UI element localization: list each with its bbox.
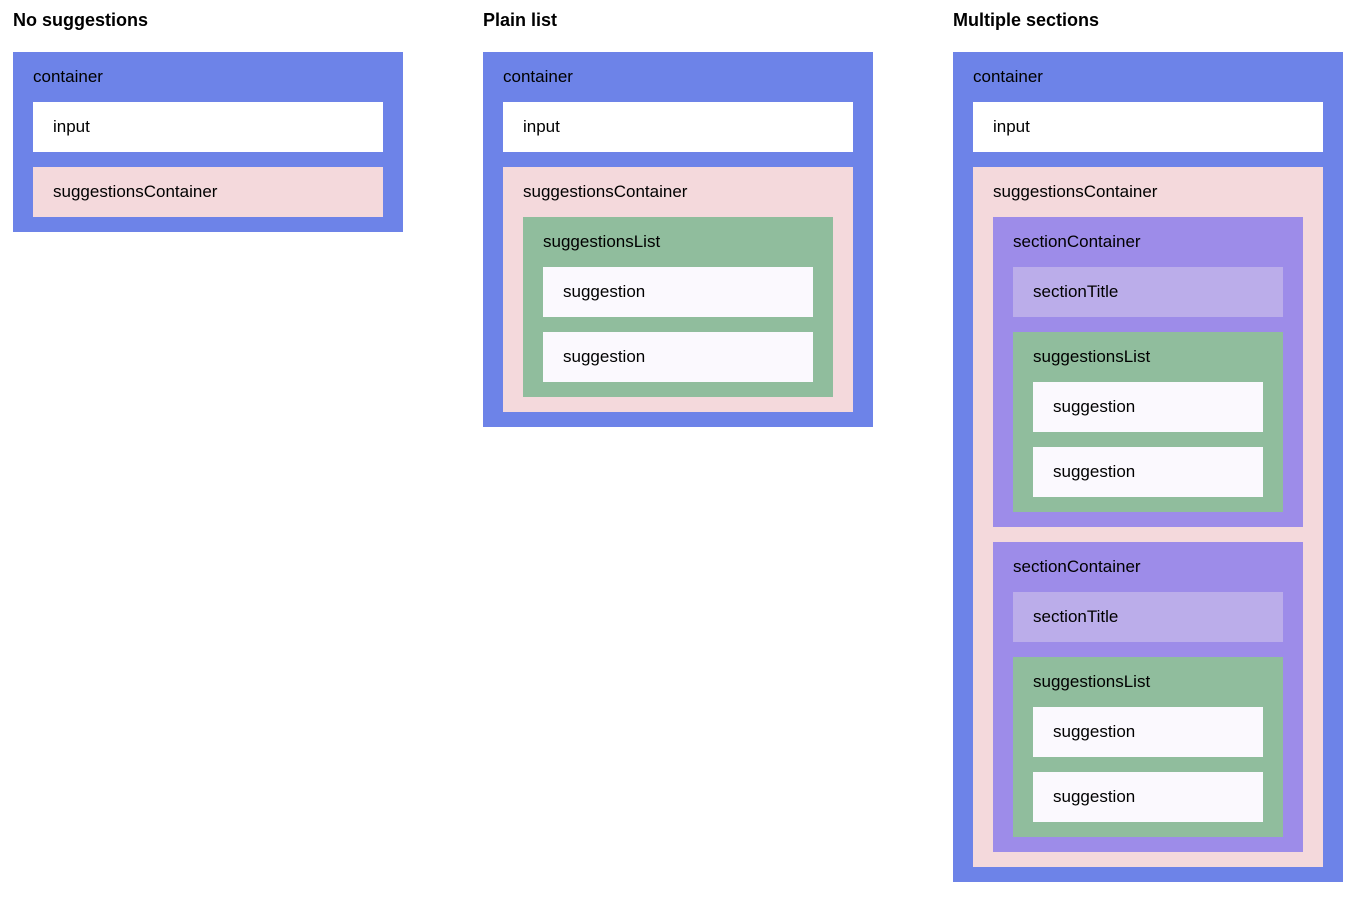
- suggestion-item[interactable]: suggestion: [1033, 707, 1263, 757]
- suggestions-container-label: suggestionsContainer: [53, 182, 218, 201]
- suggestions-list-box: suggestionsList suggestion suggestion: [1013, 657, 1283, 837]
- example-heading-plain-list: Plain list: [483, 10, 558, 30]
- container-label: container: [33, 67, 103, 86]
- example-heading-no-suggestions: No suggestions: [13, 10, 149, 30]
- section-container-label: sectionContainer: [1013, 557, 1141, 576]
- section-container-label: sectionContainer: [1013, 232, 1141, 251]
- suggestions-container-label: suggestionsContainer: [523, 182, 688, 201]
- suggestion-item[interactable]: suggestion: [1033, 382, 1263, 432]
- section-title-box: sectionTitle: [1013, 267, 1283, 317]
- suggestion-label: suggestion: [1053, 787, 1136, 806]
- suggestions-container-box: suggestionsContainer suggestionsList sug…: [503, 167, 853, 412]
- input-box[interactable]: input: [503, 102, 853, 152]
- section-title-box: sectionTitle: [1013, 592, 1283, 642]
- suggestions-container-box: suggestionsContainer sectionContainer se…: [973, 167, 1323, 867]
- suggestion-label: suggestion: [563, 282, 646, 301]
- suggestions-list-label: suggestionsList: [543, 232, 661, 251]
- suggestion-label: suggestion: [1053, 722, 1136, 741]
- input-box[interactable]: input: [33, 102, 383, 152]
- section-container-box: sectionContainer sectionTitle suggestion…: [993, 542, 1303, 852]
- section-container-box: sectionContainer sectionTitle suggestion…: [993, 217, 1303, 527]
- suggestion-item[interactable]: suggestion: [1033, 772, 1263, 822]
- container-box: container input suggestionsContainer sec…: [953, 52, 1343, 882]
- suggestions-list-label: suggestionsList: [1033, 672, 1151, 691]
- suggestions-list-box: suggestionsList suggestion suggestion: [1013, 332, 1283, 512]
- input-label: input: [523, 117, 560, 136]
- example-column-plain-list: Plain list container input suggestionsCo…: [483, 10, 873, 427]
- suggestions-container-box: suggestionsContainer: [33, 167, 383, 217]
- container-box: container input suggestionsContainer: [13, 52, 403, 232]
- container-label: container: [973, 67, 1043, 86]
- theme-structure-page: No suggestions container input suggestio…: [13, 10, 1356, 882]
- suggestion-label: suggestion: [563, 347, 646, 366]
- suggestions-container-label: suggestionsContainer: [993, 182, 1158, 201]
- suggestion-label: suggestion: [1053, 397, 1136, 416]
- suggestions-list-label: suggestionsList: [1033, 347, 1151, 366]
- example-column-multiple-sections: Multiple sections container input sugges…: [953, 10, 1343, 882]
- example-heading-multiple-sections: Multiple sections: [953, 10, 1100, 30]
- input-box[interactable]: input: [973, 102, 1323, 152]
- example-column-no-suggestions: No suggestions container input suggestio…: [13, 10, 403, 232]
- container-label: container: [503, 67, 573, 86]
- input-label: input: [53, 117, 90, 136]
- suggestion-label: suggestion: [1053, 462, 1136, 481]
- suggestion-item[interactable]: suggestion: [543, 332, 813, 382]
- input-label: input: [993, 117, 1030, 136]
- suggestion-item[interactable]: suggestion: [1033, 447, 1263, 497]
- section-title-label: sectionTitle: [1033, 282, 1119, 301]
- section-title-label: sectionTitle: [1033, 607, 1119, 626]
- container-box: container input suggestionsContainer sug…: [483, 52, 873, 427]
- suggestion-item[interactable]: suggestion: [543, 267, 813, 317]
- suggestions-list-box: suggestionsList suggestion suggestion: [523, 217, 833, 397]
